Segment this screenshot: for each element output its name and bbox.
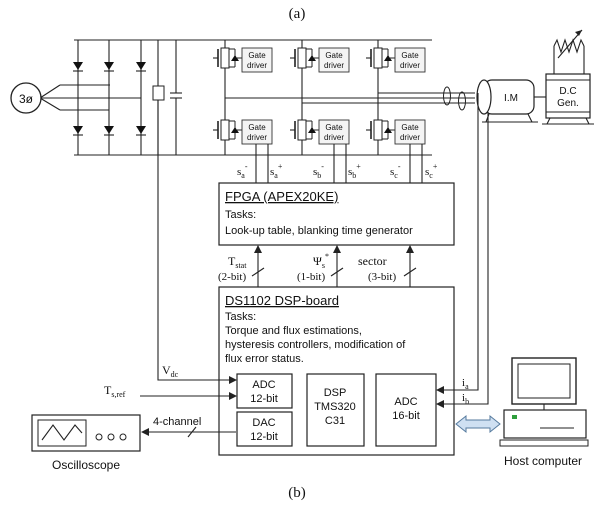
svg-text:D.C: D.C (559, 86, 576, 97)
signal-sa-minus: sa- (237, 162, 248, 180)
inverter-switches (213, 47, 395, 141)
svg-text:Gate: Gate (401, 123, 419, 132)
svg-text:Gate: Gate (325, 123, 343, 132)
ia-label: ia (462, 377, 469, 391)
switch-signal-labels: sa- sa+ sb- sb+ sc- sc+ (237, 162, 438, 180)
adc-12bit: ADC 12-bit (236, 373, 293, 409)
tstat-bits: (2-bit) (218, 271, 246, 283)
igbt-switch-a-upper (213, 47, 242, 69)
bus-arrows (251, 245, 417, 287)
svg-text:Gate: Gate (248, 123, 266, 132)
signal-sb-minus: sb- (313, 162, 324, 180)
sector-label: sector (358, 254, 387, 268)
svg-text:Gen.: Gen. (557, 98, 579, 109)
gate-drivers: Gate driver Gate driver Gate driver Gate… (241, 47, 426, 145)
dsp-task-line: flux error status. (225, 353, 304, 365)
vdc-label: Vdc (162, 363, 179, 379)
igbt-switch-c-lower (366, 119, 395, 141)
current-sensors (443, 86, 466, 111)
tstat-label: Tstat (228, 254, 247, 270)
svg-text:driver: driver (247, 61, 267, 70)
gate-driver-b-upper: Gate driver (318, 47, 350, 73)
sector-bits: (3-bit) (368, 271, 396, 283)
dsp-chip: DSP TMS320 C31 (306, 373, 365, 447)
svg-text:driver: driver (400, 133, 420, 142)
svg-text:driver: driver (324, 61, 344, 70)
svg-text:Gate: Gate (325, 51, 343, 60)
tsref-input: Ts,ref (104, 383, 237, 400)
svg-text:12-bit: 12-bit (250, 431, 278, 443)
tsref-label: Ts,ref (104, 383, 126, 399)
svg-text:driver: driver (247, 133, 267, 142)
svg-text:I.M: I.M (504, 93, 518, 104)
vdc-feedback: Vdc (157, 100, 237, 384)
gate-driver-a-lower: Gate driver (241, 119, 273, 145)
signal-sc-minus: sc- (390, 162, 401, 180)
induction-motor: I.M (476, 79, 546, 123)
oscilloscope: Oscilloscope (31, 414, 141, 472)
switch-signal-lines (255, 144, 423, 183)
gate-driver-b-lower: Gate driver (318, 119, 350, 145)
svg-text:3ø: 3ø (19, 92, 34, 106)
gate-driver-a-upper: Gate driver (241, 47, 273, 73)
signal-sa-plus: sa+ (270, 162, 283, 180)
signal-sb-plus: sb+ (348, 162, 361, 180)
gate-driver-c-upper: Gate driver (394, 47, 426, 73)
svg-text:Gate: Gate (401, 51, 419, 60)
svg-text:12-bit: 12-bit (250, 393, 278, 405)
caption-bottom: (b) (288, 485, 306, 501)
dac-12bit: DAC 12-bit (236, 411, 293, 447)
oscilloscope-label: Oscilloscope (52, 458, 120, 472)
current-feedback: ia ib (436, 93, 489, 408)
svg-text:C31: C31 (325, 415, 345, 427)
svg-text:DSP: DSP (324, 387, 347, 399)
svg-text:DAC: DAC (252, 417, 275, 429)
svg-text:ADC: ADC (252, 379, 275, 391)
host-link-arrow (455, 414, 501, 434)
svg-text:Gate: Gate (248, 51, 266, 60)
signal-sc-plus: sc+ (425, 162, 438, 180)
bus-labels: Tstat (2-bit) Ψs* (1-bit) sector (3-bit) (218, 252, 396, 283)
fpga-tasks-text: Look-up table, blanking time generator (225, 225, 413, 237)
psi-bits: (1-bit) (297, 271, 325, 283)
fpga-tasks-label: Tasks: (225, 209, 256, 221)
igbt-switch-b-upper (290, 47, 319, 69)
dsp-tasks-label: Tasks: (225, 311, 256, 323)
igbt-switch-a-lower (213, 119, 242, 141)
fpga-title: FPGA (APEX20KE) (225, 189, 338, 204)
gate-driver-c-lower: Gate driver (394, 119, 426, 145)
svg-text:driver: driver (324, 133, 344, 142)
three-phase-source: 3ø (10, 82, 42, 114)
host-computer-label: Host computer (504, 454, 582, 468)
adc-16bit: ADC 16-bit (375, 373, 437, 447)
dsp-task-line: Torque and flux estimations, (225, 325, 362, 337)
igbt-switch-b-lower (290, 119, 319, 141)
svg-text:TMS320: TMS320 (314, 401, 356, 413)
dsp-board-title: DS1102 DSP-board (225, 293, 339, 308)
channel-label: 4-channel (153, 416, 201, 428)
fpga-block: FPGA (APEX20KE) Tasks: Look-up table, bl… (218, 182, 455, 246)
dsp-task-line: hysteresis controllers, modification of (225, 339, 406, 351)
igbt-switch-c-upper (366, 47, 395, 69)
rectifier-diodes (73, 62, 146, 136)
dc-generator: D.C Gen. (542, 29, 594, 125)
host-computer: Host computer (499, 357, 589, 468)
psi-label: Ψs* (313, 252, 329, 270)
svg-text:16-bit: 16-bit (392, 410, 420, 422)
svg-text:ADC: ADC (394, 396, 417, 408)
svg-text:driver: driver (400, 61, 420, 70)
ib-label: ib (462, 392, 469, 406)
dac-to-oscilloscope: 4-channel (141, 416, 236, 438)
caption-top: (a) (289, 6, 306, 22)
